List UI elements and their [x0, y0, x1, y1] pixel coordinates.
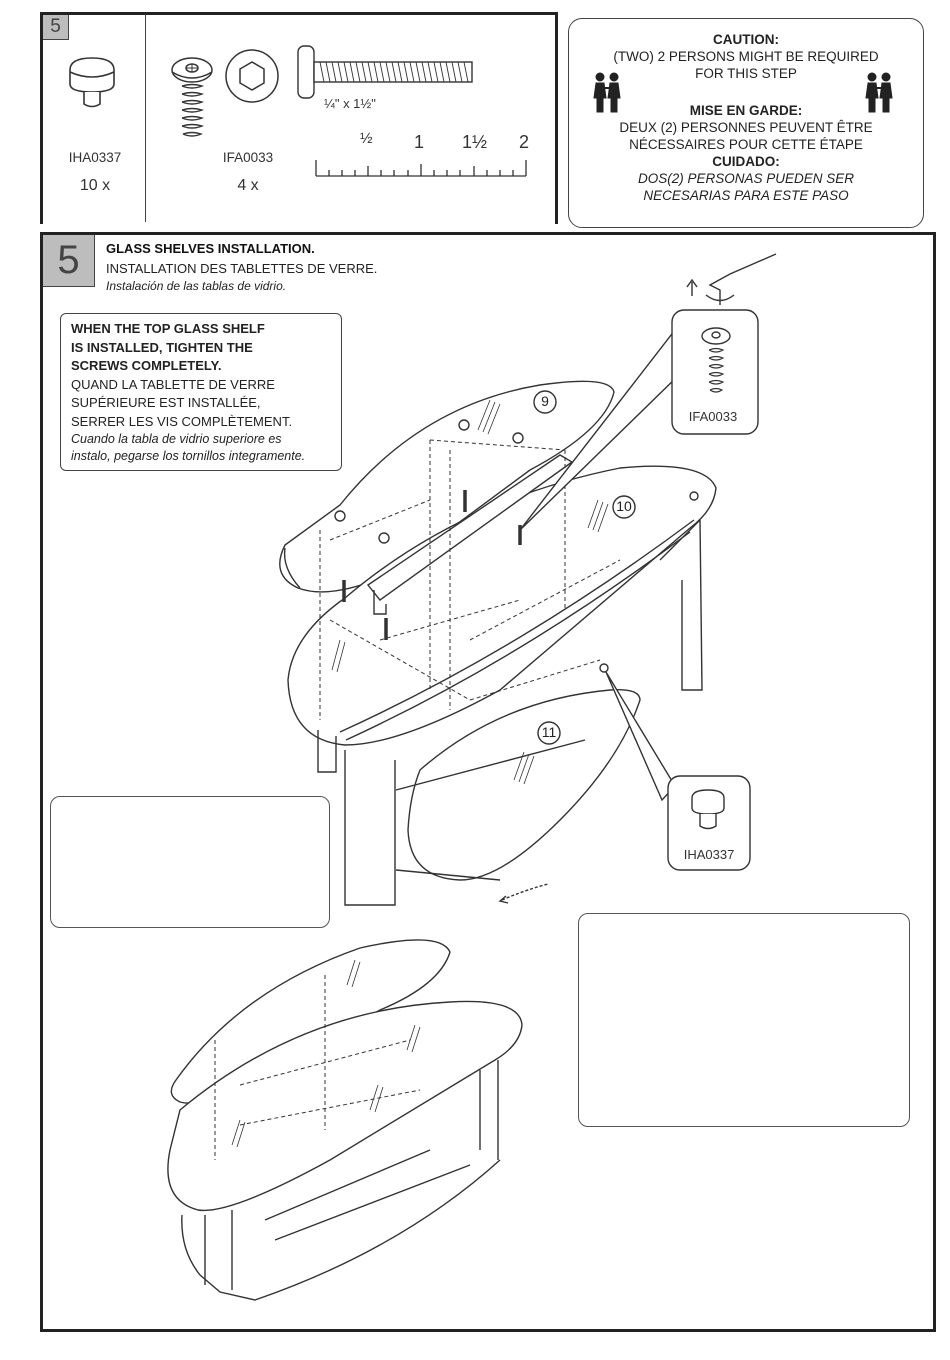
note-fr-line-3: SERRER LES VIS COMPLÈTEMENT.	[71, 413, 293, 429]
callout-label-iha0337: IHA0337	[683, 847, 735, 862]
shelf-label-11: 11	[541, 724, 557, 740]
glass-support-cap-icon	[69, 57, 115, 108]
note-es-line-2: instalo, pegarse los tornillos integrame…	[71, 449, 306, 463]
part-code-iha0337: IHA0337	[68, 150, 122, 165]
ruler-tick-one: 1	[414, 132, 425, 152]
exploded-stand-drawing	[279, 380, 717, 906]
note-fr-line-2: SUPÉRIEURE EST INSTALLÉE,	[71, 395, 261, 410]
caution-line-en-1: (TWO) 2 PERSONS MIGHT BE REQUIRED	[613, 49, 879, 64]
parts-step-tab: 5	[43, 15, 69, 40]
note-en-line-2: IS INSTALLED, TIGHTEN THE	[71, 339, 253, 355]
hex-socket-screw-icon	[171, 57, 213, 137]
part-qty-iha0337: 10 x	[79, 177, 111, 194]
tighten-screws-note: WHEN THE TOP GLASS SHELF IS INSTALLED, T…	[60, 313, 342, 471]
caution-line-fr-1: DEUX (2) PERSONNES PEUVENT ÊTRE	[619, 120, 873, 135]
caution-line-es-2: NECESARIAS PARA ESTE PASO	[643, 188, 849, 203]
part-qty-ifa0033: 4 x	[237, 177, 259, 194]
ruler-tick-two: 2	[519, 132, 530, 152]
cap-callout	[605, 671, 751, 871]
shelf-label-9: 9	[541, 393, 549, 409]
caution-heading-es: CUIDADO:	[712, 154, 780, 169]
blank-text-box-left	[50, 796, 330, 928]
caution-box: CAUTION: (TWO) 2 PERSONS MIGHT BE REQUIR…	[568, 18, 924, 228]
assembled-stand-drawing	[167, 939, 523, 1301]
note-es-line-1: Cuando la tabla de vidrio superiore es	[71, 432, 282, 446]
ruler-tick-one-half: 1½	[462, 132, 488, 152]
screw-side-view-icon	[297, 45, 473, 99]
shelf-label-10: 10	[616, 498, 632, 514]
ruler-tick-half: ½	[360, 130, 373, 147]
blank-text-box-right	[578, 913, 910, 1127]
step-number-tab: 5	[43, 235, 95, 287]
note-fr-line-1: QUAND LA TABLETTE DE VERRE	[71, 376, 275, 392]
two-persons-icon-right	[865, 72, 893, 113]
caution-heading-fr: MISE EN GARDE:	[689, 103, 803, 118]
two-persons-icon-left	[593, 72, 621, 113]
caution-line-fr-2: NÉCESSAIRES POUR CETTE ÉTAPE	[629, 137, 863, 152]
callout-label-ifa0033: IFA0033	[688, 409, 738, 424]
caution-heading-en: CAUTION:	[713, 32, 779, 47]
caution-line-es-1: DOS(2) PERSONAS PUEDEN SER	[637, 171, 855, 186]
caution-line-en-2: FOR THIS STEP	[695, 66, 797, 81]
step-title-es: Instalación de las tablas de vidrio.	[106, 279, 287, 293]
hex-socket-detail-icon	[225, 49, 279, 103]
part-code-ifa0033: IFA0033	[222, 150, 274, 165]
step-frame	[40, 232, 936, 1332]
note-en-line-1: WHEN THE TOP GLASS SHELF	[71, 321, 265, 336]
step-title-en: GLASS SHELVES INSTALLATION.	[106, 241, 315, 256]
step-title-fr: INSTALLATION DES TABLETTES DE VERRE.	[106, 261, 378, 276]
screw-callout	[519, 253, 777, 531]
inch-ruler	[315, 160, 527, 177]
parts-divider	[145, 14, 146, 222]
parts-panel	[40, 12, 558, 224]
note-en-line-3: SCREWS COMPLETELY.	[71, 358, 222, 373]
screw-size-label: ¼" x 1½"	[324, 96, 376, 111]
